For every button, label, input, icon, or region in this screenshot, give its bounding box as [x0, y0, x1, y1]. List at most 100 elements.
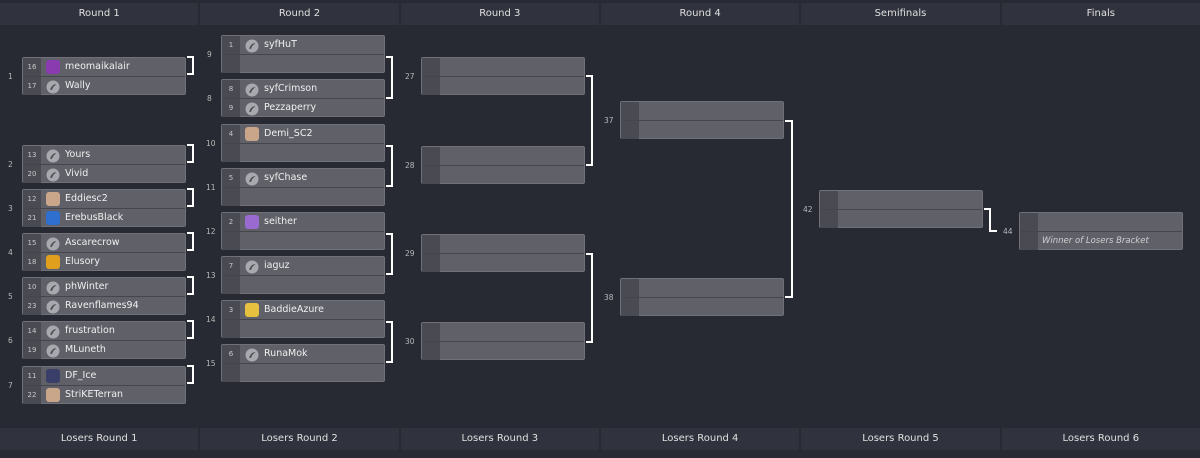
player-slot[interactable]: [222, 276, 384, 294]
sc2-logo-icon: [245, 259, 259, 273]
match-box[interactable]: Winner of Losers Bracket: [1019, 212, 1183, 250]
player-slot[interactable]: [422, 254, 584, 272]
match-number: 9: [207, 50, 212, 59]
seed-badge: [422, 147, 440, 165]
player-slot[interactable]: Winner of Losers Bracket: [1020, 232, 1182, 250]
player-name: Demi_SC2: [264, 125, 313, 143]
match-box[interactable]: [421, 57, 585, 95]
match-number: 4: [8, 248, 13, 257]
player-slot[interactable]: [1020, 213, 1182, 231]
losers-round-header-2[interactable]: Losers Round 2: [200, 428, 400, 450]
sc2-logo-icon: [245, 171, 259, 185]
player-name: RunaMok: [264, 345, 308, 363]
player-slot[interactable]: [222, 232, 384, 250]
losers-round-header-6[interactable]: Losers Round 6: [1002, 428, 1200, 450]
player-slot[interactable]: [222, 144, 384, 162]
player-slot[interactable]: [820, 191, 982, 209]
blue-emblem-icon: [46, 211, 60, 225]
losers-round-header-5[interactable]: Losers Round 5: [801, 428, 1001, 450]
losers-round-header-4[interactable]: Losers Round 4: [601, 428, 801, 450]
player-slot[interactable]: [422, 342, 584, 360]
player-slot[interactable]: [222, 320, 384, 338]
match-box[interactable]: [421, 146, 585, 184]
match-number: 28: [405, 161, 415, 170]
player-slot[interactable]: [422, 323, 584, 341]
player-slot[interactable]: [621, 121, 783, 139]
match-number: 15: [206, 359, 216, 368]
player-slot[interactable]: [621, 298, 783, 316]
seed-badge: [1020, 213, 1038, 231]
match-box[interactable]: [620, 278, 784, 316]
player-slot[interactable]: [222, 55, 384, 73]
sc2-logo-icon: [46, 299, 60, 313]
player-slot[interactable]: [422, 77, 584, 95]
seed-badge: [222, 188, 240, 206]
match-box[interactable]: [620, 101, 784, 139]
player-slot[interactable]: [422, 235, 584, 253]
player-slot[interactable]: [820, 210, 982, 228]
match-number: 13: [206, 271, 216, 280]
player-slot[interactable]: [422, 147, 584, 165]
losers-round-header-1[interactable]: Losers Round 1: [0, 428, 200, 450]
match-box[interactable]: [421, 234, 585, 272]
seed-badge: 1: [222, 36, 240, 54]
player-slot[interactable]: [222, 188, 384, 206]
seed-badge: 5: [222, 169, 240, 187]
player-slot[interactable]: [621, 279, 783, 297]
losers-round-header-bar: Losers Round 1 Losers Round 2 Losers Rou…: [0, 428, 1200, 450]
sc2-logo-icon: [46, 79, 60, 93]
match-box[interactable]: [421, 322, 585, 360]
player-slot[interactable]: [422, 58, 584, 76]
losers-round-header-3[interactable]: Losers Round 3: [401, 428, 601, 450]
player-slot[interactable]: [621, 102, 783, 120]
match-box[interactable]: [819, 190, 983, 228]
seed-badge: [222, 364, 240, 382]
player-slot[interactable]: [222, 364, 384, 382]
match-number: 42: [803, 205, 813, 214]
match-number: 38: [604, 293, 614, 302]
seed-badge: [621, 298, 639, 316]
seed-badge: [222, 144, 240, 162]
sc2-logo-icon: [46, 343, 60, 357]
player-slot[interactable]: [422, 166, 584, 184]
